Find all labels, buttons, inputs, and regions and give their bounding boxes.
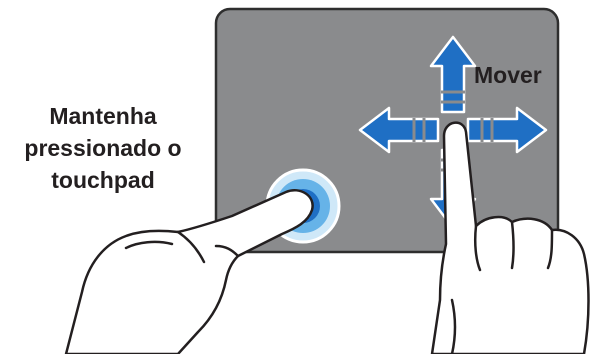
hold-label-line-2: pressionado o xyxy=(18,132,188,164)
hold-touchpad-label: Mantenha pressionado o touchpad xyxy=(18,100,188,196)
left-hand-icon xyxy=(66,190,313,354)
move-label: Mover xyxy=(474,62,542,89)
hold-label-line-3: touchpad xyxy=(18,164,188,196)
hold-label-line-1: Mantenha xyxy=(18,100,188,132)
